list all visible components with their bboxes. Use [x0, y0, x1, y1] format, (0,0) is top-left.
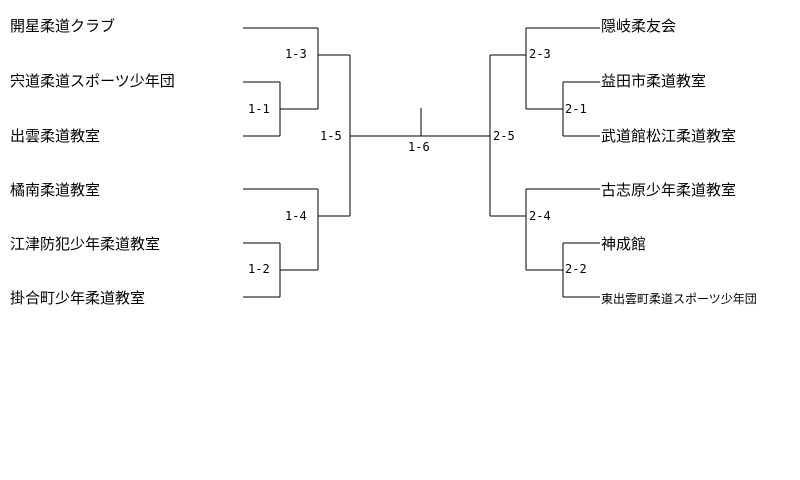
match-label-2-3: 2-3: [529, 47, 551, 61]
match-label-1-4: 1-4: [285, 209, 307, 223]
team-left-1: 開星柔道クラブ: [10, 17, 116, 35]
match-label-2-4: 2-4: [529, 209, 551, 223]
team-left-4: 橘南柔道教室: [10, 181, 101, 199]
team-left-5: 江津防犯少年柔道教室: [10, 235, 161, 253]
team-left-3: 出雲柔道教室: [10, 127, 101, 145]
team-right-1: 隠岐柔友会: [601, 17, 677, 35]
match-label-1-1: 1-1: [248, 102, 270, 116]
match-label-1-5: 1-5: [320, 129, 342, 143]
match-label-1-3: 1-3: [285, 47, 307, 61]
team-right-5: 神成館: [601, 235, 647, 253]
match-label-1-6: 1-6: [408, 140, 430, 154]
team-right-2: 益田市柔道教室: [601, 72, 707, 90]
match-label-2-1: 2-1: [565, 102, 587, 116]
team-right-6: 東出雲町柔道スポーツ少年団: [601, 292, 757, 306]
team-left-2: 宍道柔道スポーツ少年団: [10, 72, 175, 90]
team-left-6: 掛合町少年柔道教室: [10, 289, 146, 307]
match-label-1-2: 1-2: [248, 262, 270, 276]
team-right-4: 古志原少年柔道教室: [601, 181, 737, 199]
match-label-2-5: 2-5: [493, 129, 515, 143]
team-right-3: 武道館松江柔道教室: [601, 127, 737, 145]
match-label-2-2: 2-2: [565, 262, 587, 276]
